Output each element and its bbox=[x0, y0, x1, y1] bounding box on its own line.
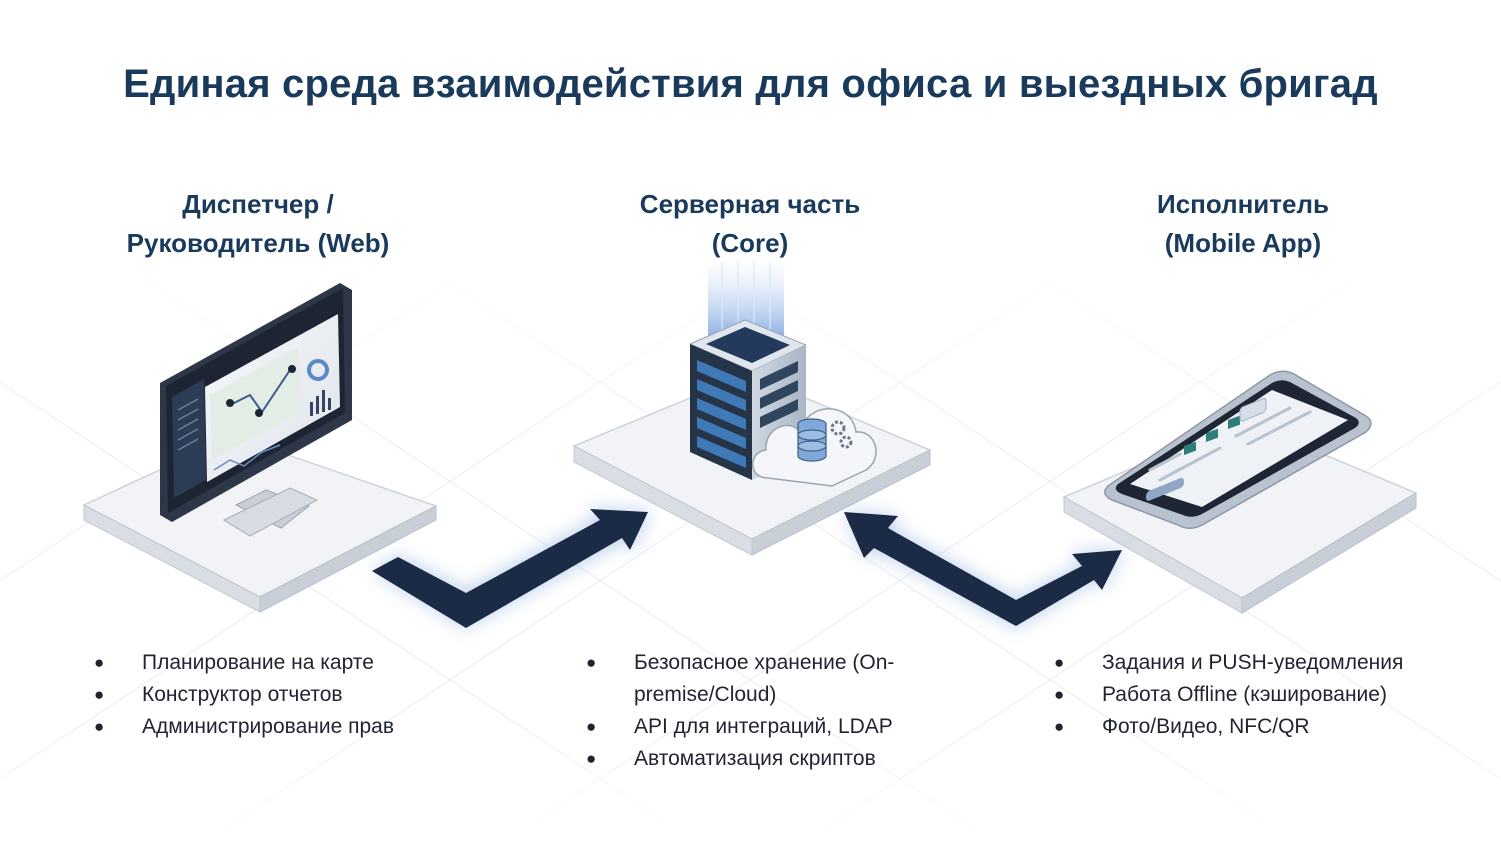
page-title: Единая среда взаимодействия для офиса и … bbox=[123, 62, 1378, 106]
column-title-line: Исполнитель bbox=[1157, 189, 1329, 219]
bullet-list-core: Безопасное хранение (On-premise/Cloud) A… bbox=[586, 647, 966, 775]
smartphone-icon bbox=[1104, 370, 1372, 529]
list-item: API для интеграций, LDAP bbox=[586, 711, 966, 743]
column-title-line: (Mobile App) bbox=[1164, 228, 1322, 258]
column-title-web: Диспетчер / Руководитель (Web) bbox=[88, 185, 428, 263]
arrow-bidirectional-core-mobile-icon bbox=[844, 511, 1124, 628]
list-item: Задания и PUSH-уведомления bbox=[1054, 647, 1494, 679]
arrow-web-to-core-icon bbox=[372, 507, 650, 628]
column-title-line: (Core) bbox=[711, 228, 789, 258]
bullet-list-mobile: Задания и PUSH-уведомления Работа Offlin… bbox=[1054, 647, 1494, 743]
column-title-core: Серверная часть (Core) bbox=[580, 185, 920, 263]
column-title-line: Диспетчер / bbox=[182, 189, 334, 219]
list-item: Конструктор отчетов bbox=[94, 679, 514, 711]
column-title-line: Серверная часть bbox=[639, 189, 861, 219]
server-cloud-icon bbox=[688, 260, 877, 487]
list-item: Безопасное хранение (On-premise/Cloud) bbox=[586, 647, 966, 711]
column-title-line: Руководитель (Web) bbox=[126, 228, 390, 258]
bullet-list-web: Планирование на карте Конструктор отчето… bbox=[94, 647, 514, 743]
list-item: Фото/Видео, NFC/QR bbox=[1054, 711, 1494, 743]
column-title-mobile: Исполнитель (Mobile App) bbox=[1073, 185, 1413, 263]
list-item: Автоматизация скриптов bbox=[586, 743, 966, 775]
desktop-monitor-icon bbox=[160, 283, 352, 537]
list-item: Администрирование прав bbox=[94, 711, 514, 743]
list-item: Планирование на карте bbox=[94, 647, 514, 679]
list-item: Работа Offline (кэширование) bbox=[1054, 679, 1494, 711]
